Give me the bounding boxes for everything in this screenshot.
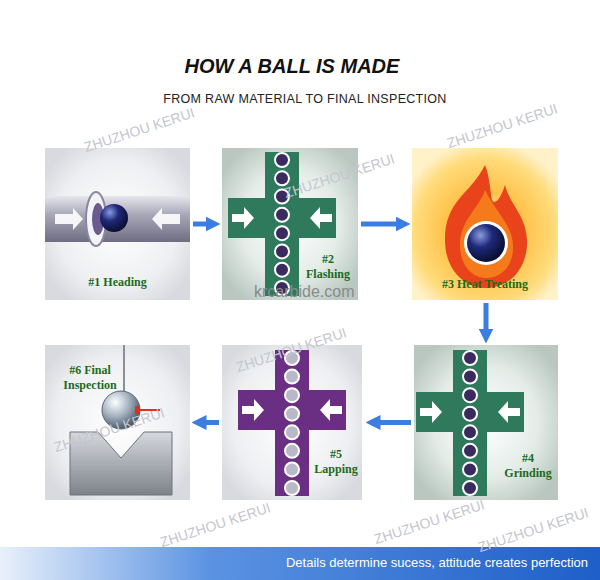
watermark: ZHUZHOU KERUI: [52, 404, 166, 455]
step-label: #6 Final Inspection: [53, 363, 127, 393]
subtitle: FROM RAW MATERIAL TO FINAL INSPECTION: [163, 92, 446, 106]
step-label: #1 Heading: [65, 275, 170, 290]
diagram-title: HOW A BALL IS MADE: [185, 55, 400, 78]
process-panel: #5 Lapping: [222, 345, 364, 500]
step-label: #3 Heat Treating: [418, 277, 552, 292]
watermark: ZHUZHOU KERUI: [158, 499, 272, 550]
process-panel: #1 Heading: [45, 148, 190, 300]
watermark: ZHUZHOU KERUI: [476, 504, 590, 555]
process-panel: #2 Flashing: [222, 148, 358, 300]
flow-arrow: [193, 222, 213, 227]
watermark: ZHUZHOU KERUI: [445, 100, 559, 151]
process-panel: #4 Grinding: [414, 345, 558, 500]
step-label: #4 Grinding: [500, 451, 556, 481]
watermark: ZHUZHOU KERUI: [372, 496, 486, 547]
footer-slogan: Details determine sucess, attitude creat…: [286, 555, 588, 570]
watermark: ZHUZHOU KERUI: [282, 150, 396, 201]
watermark: ZHUZHOU KERUI: [82, 104, 196, 155]
website-watermark: krcarbide.com: [254, 283, 354, 301]
flow-arrow: [373, 420, 411, 425]
step-label: #2 Flashing: [300, 252, 356, 282]
process-panel: #6 Final Inspection: [45, 345, 190, 500]
flow-arrow: [361, 222, 403, 227]
process-panel: #3 Heat Treating: [412, 148, 558, 300]
step-label: #5 Lapping: [310, 447, 362, 477]
flow-arrow: [199, 420, 219, 425]
watermark: ZHUZHOU KERUI: [234, 324, 348, 375]
flow-arrow: [484, 303, 489, 336]
